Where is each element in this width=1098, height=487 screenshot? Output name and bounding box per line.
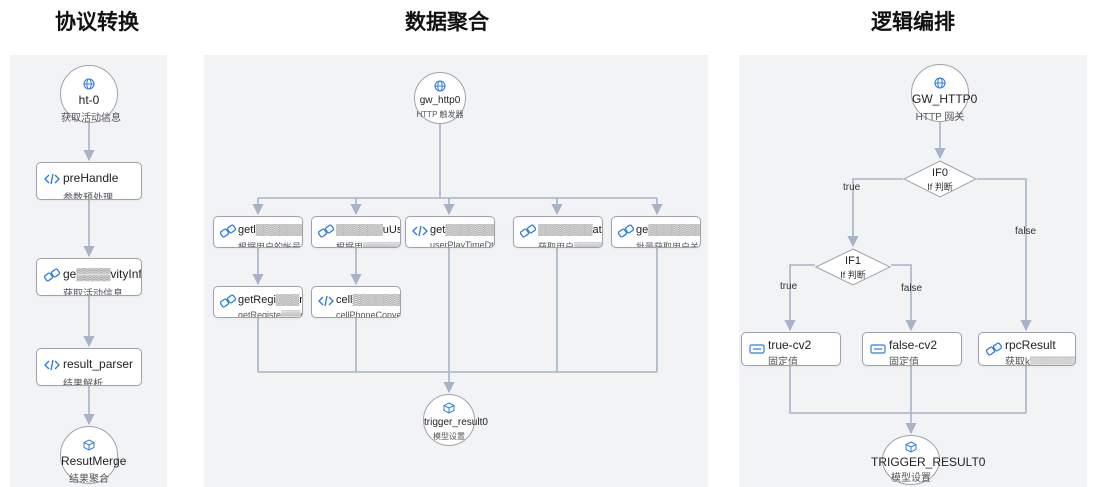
node-subtitle: If 判断	[840, 270, 866, 280]
node-subtitle: 固定值	[768, 357, 798, 366]
node-result-parser[interactable]: result_parser 结果解析	[36, 348, 142, 386]
node-title: true-cv2	[768, 338, 812, 352]
value-icon	[749, 344, 765, 354]
node-subtitle: 获取活动信息	[61, 113, 121, 124]
edge-label-if1-false: false	[901, 283, 923, 294]
node-title: ▒▒▒▒▒▒uUserId	[336, 224, 401, 236]
link-icon	[618, 224, 634, 238]
edge-if0-true	[847, 178, 903, 248]
node-title: GW_HTTP0	[912, 92, 978, 106]
edge-if0-false	[977, 178, 1032, 332]
node-subtitle: 根据用▒▒▒▒▒▒▒用户	[336, 242, 401, 248]
edge-t-merge	[789, 366, 1026, 414]
node-title: ht-0	[78, 93, 100, 107]
node-get-playtime-by-uid[interactable]: get▒▒▒▒▒▒▒▒ByUid userPlayTimeDto	[405, 216, 495, 248]
node-true-cv2[interactable]: true-cv2 固定值	[741, 332, 841, 366]
node-subtitle: If 判断	[927, 182, 953, 192]
node-subtitle: 获取k▒▒▒▒▒▒▒联关系	[1005, 357, 1075, 366]
node-cellphone-convert[interactable]: cell▒▒▒▒▒▒▒ert cellPhoneConvert	[311, 286, 401, 318]
link-icon	[520, 224, 536, 238]
cube-icon	[443, 402, 455, 414]
diamond-shape	[903, 160, 977, 198]
node-rpc-result[interactable]: rpcResult 获取k▒▒▒▒▒▒▒联关系	[978, 332, 1076, 366]
diamond-shape	[815, 248, 891, 286]
node-ht-0[interactable]: ht-0 获取活动信息	[60, 65, 121, 124]
node-title: IF0	[932, 167, 948, 179]
link-icon	[220, 294, 236, 308]
node-title: result_parser	[63, 357, 134, 371]
edge-if1-false	[891, 264, 917, 332]
link-icon	[986, 342, 1002, 356]
panel-title-protocol: 协议转换	[55, 10, 139, 34]
node-subtitle: 获取活动信息	[63, 289, 123, 296]
link-icon	[44, 268, 60, 282]
node-title: gw_http0	[419, 95, 461, 106]
code-icon	[44, 173, 60, 185]
node-subtitle: 结果聚合	[69, 474, 109, 485]
node-gw-http0-gateway[interactable]: GW_HTTP0 HTTP 网关	[911, 64, 978, 123]
node-subtitle: 结果解析	[63, 379, 103, 386]
node-if1[interactable]: IF1 If 判断	[815, 248, 891, 286]
code-icon	[318, 295, 334, 307]
edge-label-if0-false: false	[1015, 226, 1037, 237]
node-title: ▒▒▒▒▒▒▒ating	[538, 224, 602, 236]
node-title: ge▒▒▒▒▒▒▒▒▒▒	[636, 224, 701, 236]
node-get-rating[interactable]: ▒▒▒▒▒▒▒ating 获取用户▒▒▒▒▒	[513, 216, 603, 248]
node-resutmerge[interactable]: ResutMerge 结果聚合	[60, 426, 127, 485]
node-subtitle: getRegiste▒▒▒ne	[238, 310, 303, 318]
node-subtitle: 固定值	[889, 357, 919, 366]
node-subtitle: HTTP 触发器	[416, 110, 464, 119]
node-title: rpcResult	[1005, 338, 1056, 352]
code-icon	[44, 359, 60, 371]
panel-title-orchestration: 逻辑编排	[871, 10, 955, 34]
node-title: preHandle	[63, 171, 119, 185]
node-subtitle: HTTP 网关	[915, 112, 965, 123]
node-trigger-result0[interactable]: trigger_result0 模型设置	[423, 394, 488, 446]
link-icon	[220, 224, 236, 238]
node-title: ResutMerge	[61, 454, 127, 468]
edge-label-if1-true: true	[780, 281, 798, 292]
panel-orchestration-canvas[interactable]	[739, 55, 1087, 487]
node-gw-http0[interactable]: gw_http0 HTTP 触发器	[414, 72, 466, 124]
node-subtitle: 批量获取用户关注数据	[636, 242, 700, 248]
node-prehandle[interactable]: preHandle 参数预处理	[36, 162, 142, 200]
node-subtitle: userPlayTimeDto	[430, 240, 495, 248]
globe-icon	[83, 78, 95, 90]
node-subtitle: 获取用户▒▒▒▒▒	[538, 242, 603, 248]
panel-title-aggregation: 数据聚合	[405, 10, 489, 34]
node-subtitle: 根据用户的帐号ID来获取	[238, 242, 302, 248]
node-false-cv2[interactable]: false-cv2 固定值	[862, 332, 962, 366]
node-title: IF1	[845, 255, 861, 267]
node-trigger-result0-final[interactable]: TRIGGER_RESULT0 模型设置	[871, 435, 985, 485]
node-title: false-cv2	[889, 338, 938, 352]
code-icon	[412, 225, 428, 237]
cube-icon	[83, 439, 95, 451]
node-title: trigger_result0	[424, 417, 488, 428]
node-subtitle: 参数预处理	[63, 193, 113, 200]
node-title: getRegi▒▒▒rTime	[238, 294, 303, 306]
edge-label-if0-true: true	[843, 182, 861, 193]
node-title: getl▒▒▒▒▒▒le	[238, 224, 303, 236]
node-getactivityinfo[interactable]: ge▒▒▒▒vityInfo 获取活动信息	[36, 258, 142, 296]
node-title: ge▒▒▒▒vityInfo	[63, 267, 142, 281]
node-batch-follow[interactable]: ge▒▒▒▒▒▒▒▒▒▒ 批量获取用户关注数据	[611, 216, 701, 248]
cube-icon	[905, 441, 917, 453]
globe-icon	[434, 80, 446, 92]
node-title: TRIGGER_RESULT0	[871, 455, 986, 469]
globe-icon	[934, 77, 946, 89]
node-if0[interactable]: IF0 If 判断	[903, 160, 977, 198]
node-subtitle: 模型设置	[891, 473, 931, 484]
node-get-register-time[interactable]: getRegi▒▒▒rTime getRegiste▒▒▒ne	[213, 286, 303, 318]
value-icon	[870, 344, 886, 354]
node-subtitle: 模型设置	[433, 432, 465, 441]
node-subtitle: cellPhoneConvert	[336, 310, 401, 318]
edge-if1-true	[784, 264, 815, 332]
node-title: cell▒▒▒▒▒▒▒ert	[336, 294, 400, 306]
node-title: get▒▒▒▒▒▒▒▒ByUid	[430, 224, 494, 236]
node-get-by-userid[interactable]: ▒▒▒▒▒▒uUserId 根据用▒▒▒▒▒▒▒用户	[311, 216, 401, 248]
node-get-profile[interactable]: getl▒▒▒▒▒▒le 根据用户的帐号ID来获取	[213, 216, 303, 248]
link-icon	[318, 224, 334, 238]
